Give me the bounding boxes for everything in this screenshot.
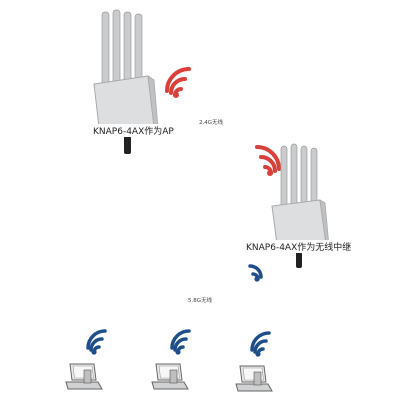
band-5-label: 5.8G无线 bbox=[188, 298, 213, 304]
wifi-blue-icon bbox=[86, 329, 107, 355]
ap-device bbox=[88, 8, 168, 158]
client-3 bbox=[234, 330, 284, 396]
client-1 bbox=[64, 328, 114, 394]
outdoor-ap-icon bbox=[93, 9, 159, 154]
repeater-caption: KNAP6-4AX作为无线中继 bbox=[246, 240, 352, 253]
laptop-icon bbox=[151, 363, 189, 390]
repeater-device bbox=[268, 140, 338, 275]
wifi-blue-icon bbox=[236, 255, 266, 285]
ap-caption: KNAP6-4AX作为AP bbox=[93, 124, 174, 137]
wifi-blue-icon bbox=[250, 331, 271, 357]
wifi-red-icon bbox=[235, 140, 283, 180]
outdoor-ap-icon bbox=[271, 143, 330, 268]
wifi-red-icon bbox=[163, 62, 211, 102]
client-2 bbox=[150, 328, 200, 394]
laptop-icon bbox=[235, 365, 273, 392]
laptop-icon bbox=[65, 363, 103, 390]
wifi-blue-icon bbox=[170, 329, 191, 355]
band-24-label: 2.4G无线 bbox=[199, 120, 224, 126]
